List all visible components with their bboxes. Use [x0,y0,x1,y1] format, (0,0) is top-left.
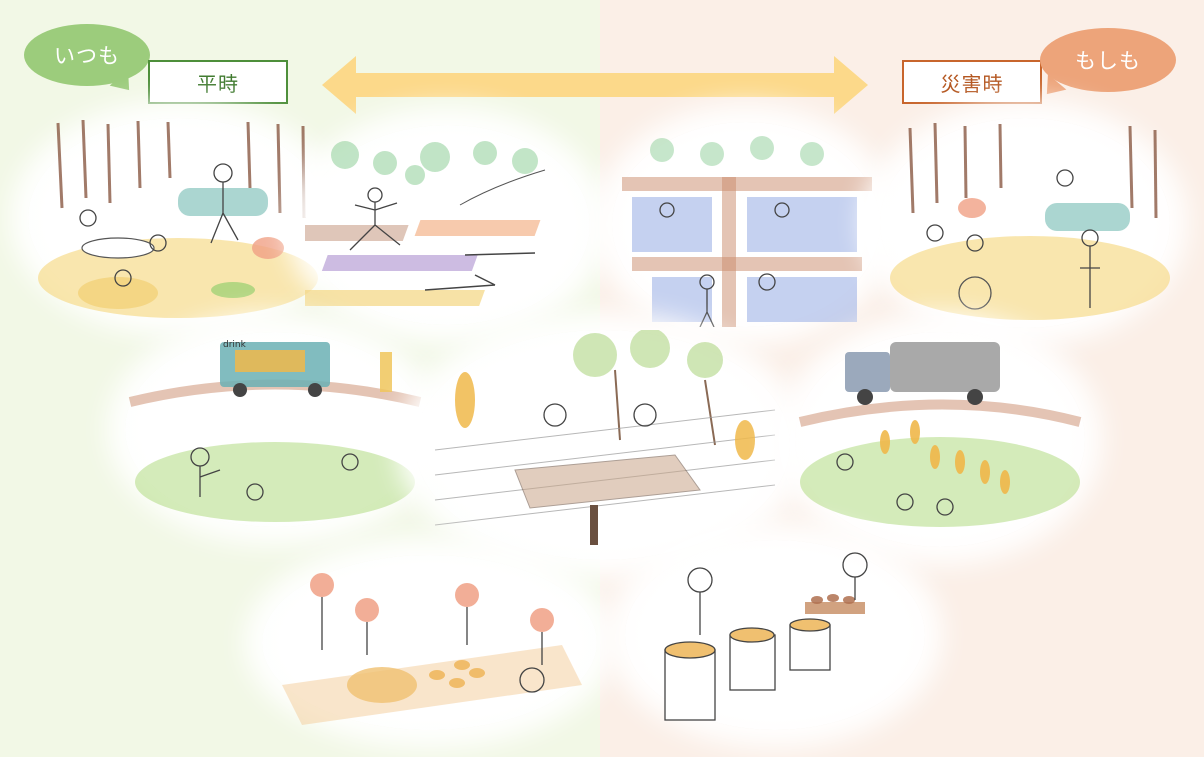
scene-forest-lounge [28,118,328,318]
scene-water-supply [795,332,1085,547]
scene-terrace-cafe [415,330,790,560]
food-truck-illustration [128,342,422,522]
just-in-case-speech-bubble: もしも [1040,28,1176,92]
scene-forest-care [880,118,1170,328]
soup-kitchen-illustration [664,552,868,721]
food-truck-sign: drink [223,340,246,350]
evacuation-spaces-illustration [622,136,872,327]
disaster-times-label-text: 災害時 [940,71,1004,96]
forest-care-illustration [890,122,1170,320]
scene-yoga [305,125,590,325]
scene-baking-workshop [262,555,597,730]
scene-evacuation-spaces [612,122,880,327]
baking-workshop-illustration [282,573,582,725]
forest-lounge-illustration [38,119,318,318]
double-arrow-icon [322,56,868,114]
yoga-illustration [305,141,546,306]
disaster-times-label: 災害時 [902,60,1042,104]
scene-food-truck: drink [125,332,425,527]
normal-times-label-text: 平時 [197,71,239,96]
everyday-bubble-text: いつも [54,44,120,68]
terrace-cafe-illustration [434,330,776,545]
water-supply-illustration [798,342,1082,527]
scene-soup-kitchen [625,540,925,730]
normal-times-label: 平時 [148,60,288,104]
just-in-case-bubble-text: もしも [1075,49,1141,73]
everyday-speech-bubble: いつも [24,24,150,86]
